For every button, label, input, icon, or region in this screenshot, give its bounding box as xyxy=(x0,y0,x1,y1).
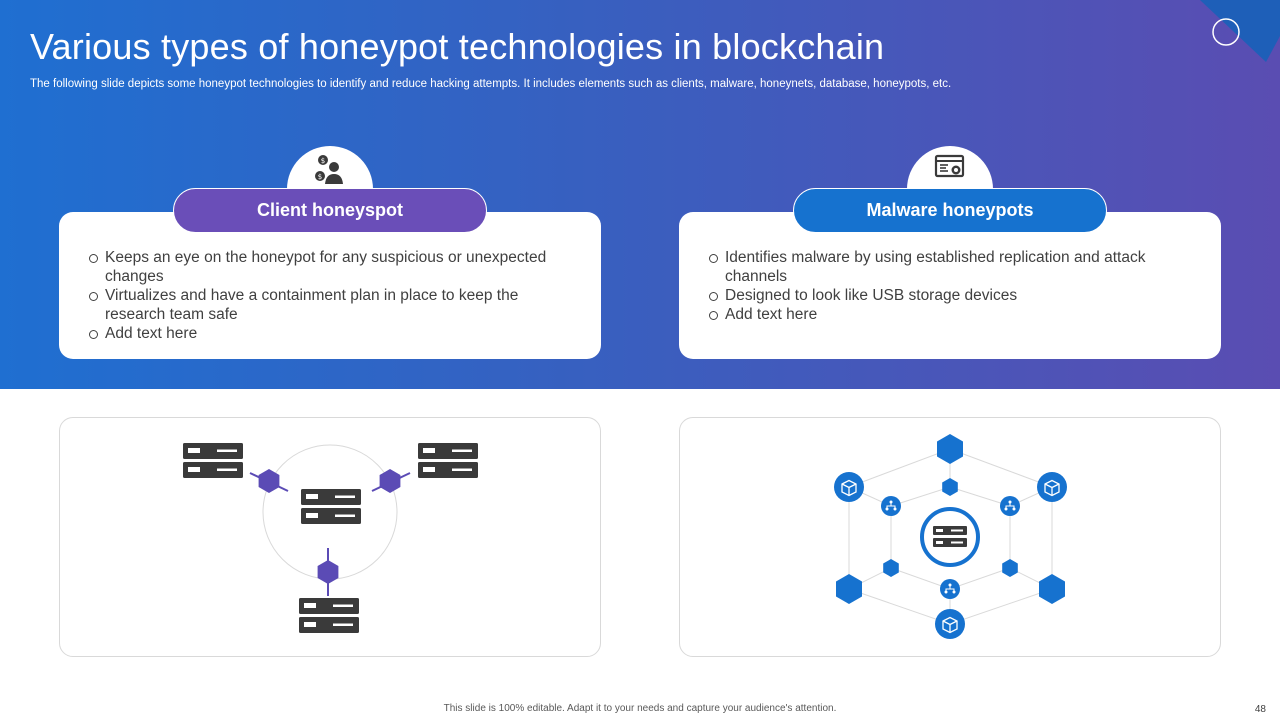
footer-note: This slide is 100% editable. Adapt it to… xyxy=(443,703,837,714)
package-icon xyxy=(934,608,966,640)
network-node-icon xyxy=(999,495,1021,517)
node-hex-icon xyxy=(836,574,862,604)
client-honeypot-title: Client honeyspot xyxy=(173,188,487,233)
network-node-icon xyxy=(939,578,961,600)
corner-decoration xyxy=(1200,0,1280,62)
malware-bullet-list: Identifies malware by using established … xyxy=(707,248,1177,324)
package-icon xyxy=(1036,471,1068,503)
list-item: Keeps an eye on the honeypot for any sus… xyxy=(87,248,557,286)
page-title: Various types of honeypot technologies i… xyxy=(30,26,885,67)
server-icon xyxy=(299,598,359,633)
user-money-icon: $ $ xyxy=(315,155,343,184)
node-hex-icon xyxy=(1039,574,1065,604)
server-icon xyxy=(183,443,243,478)
malware-network-diagram xyxy=(679,417,1221,657)
monitor-bug-icon xyxy=(934,154,965,178)
node-hex-icon xyxy=(942,478,958,496)
node-hex-icon xyxy=(937,434,963,464)
list-item: Add text here xyxy=(87,324,557,343)
page-subtitle: The following slide depicts some honeypo… xyxy=(30,78,952,90)
honeypot-hex-icon xyxy=(317,560,339,584)
honeypot-hex-icon xyxy=(379,469,401,493)
client-honeypot-card: Keeps an eye on the honeypot for any sus… xyxy=(59,212,601,359)
server-icon xyxy=(301,489,361,524)
malware-diagram-graphic xyxy=(833,434,1068,640)
malware-honeypot-title: Malware honeypots xyxy=(793,188,1107,233)
list-item: Designed to look like USB storage device… xyxy=(707,286,1177,305)
malware-honeypot-card: Identifies malware by using established … xyxy=(679,212,1221,359)
node-hex-icon xyxy=(1002,559,1018,577)
list-item: Virtualizes and have a containment plan … xyxy=(87,286,557,324)
list-item: Add text here xyxy=(707,305,1177,324)
node-hex-icon xyxy=(883,559,899,577)
client-diagram-graphic xyxy=(183,443,478,633)
list-item: Identifies malware by using established … xyxy=(707,248,1177,286)
client-network-diagram xyxy=(59,417,601,657)
page-number: 48 xyxy=(1254,704,1266,715)
network-node-icon xyxy=(880,495,902,517)
central-server-icon xyxy=(920,507,980,567)
client-bullet-list: Keeps an eye on the honeypot for any sus… xyxy=(87,248,557,343)
server-icon xyxy=(418,443,478,478)
svg-text:$: $ xyxy=(321,157,325,165)
package-icon xyxy=(833,471,865,503)
svg-text:$: $ xyxy=(318,173,322,181)
